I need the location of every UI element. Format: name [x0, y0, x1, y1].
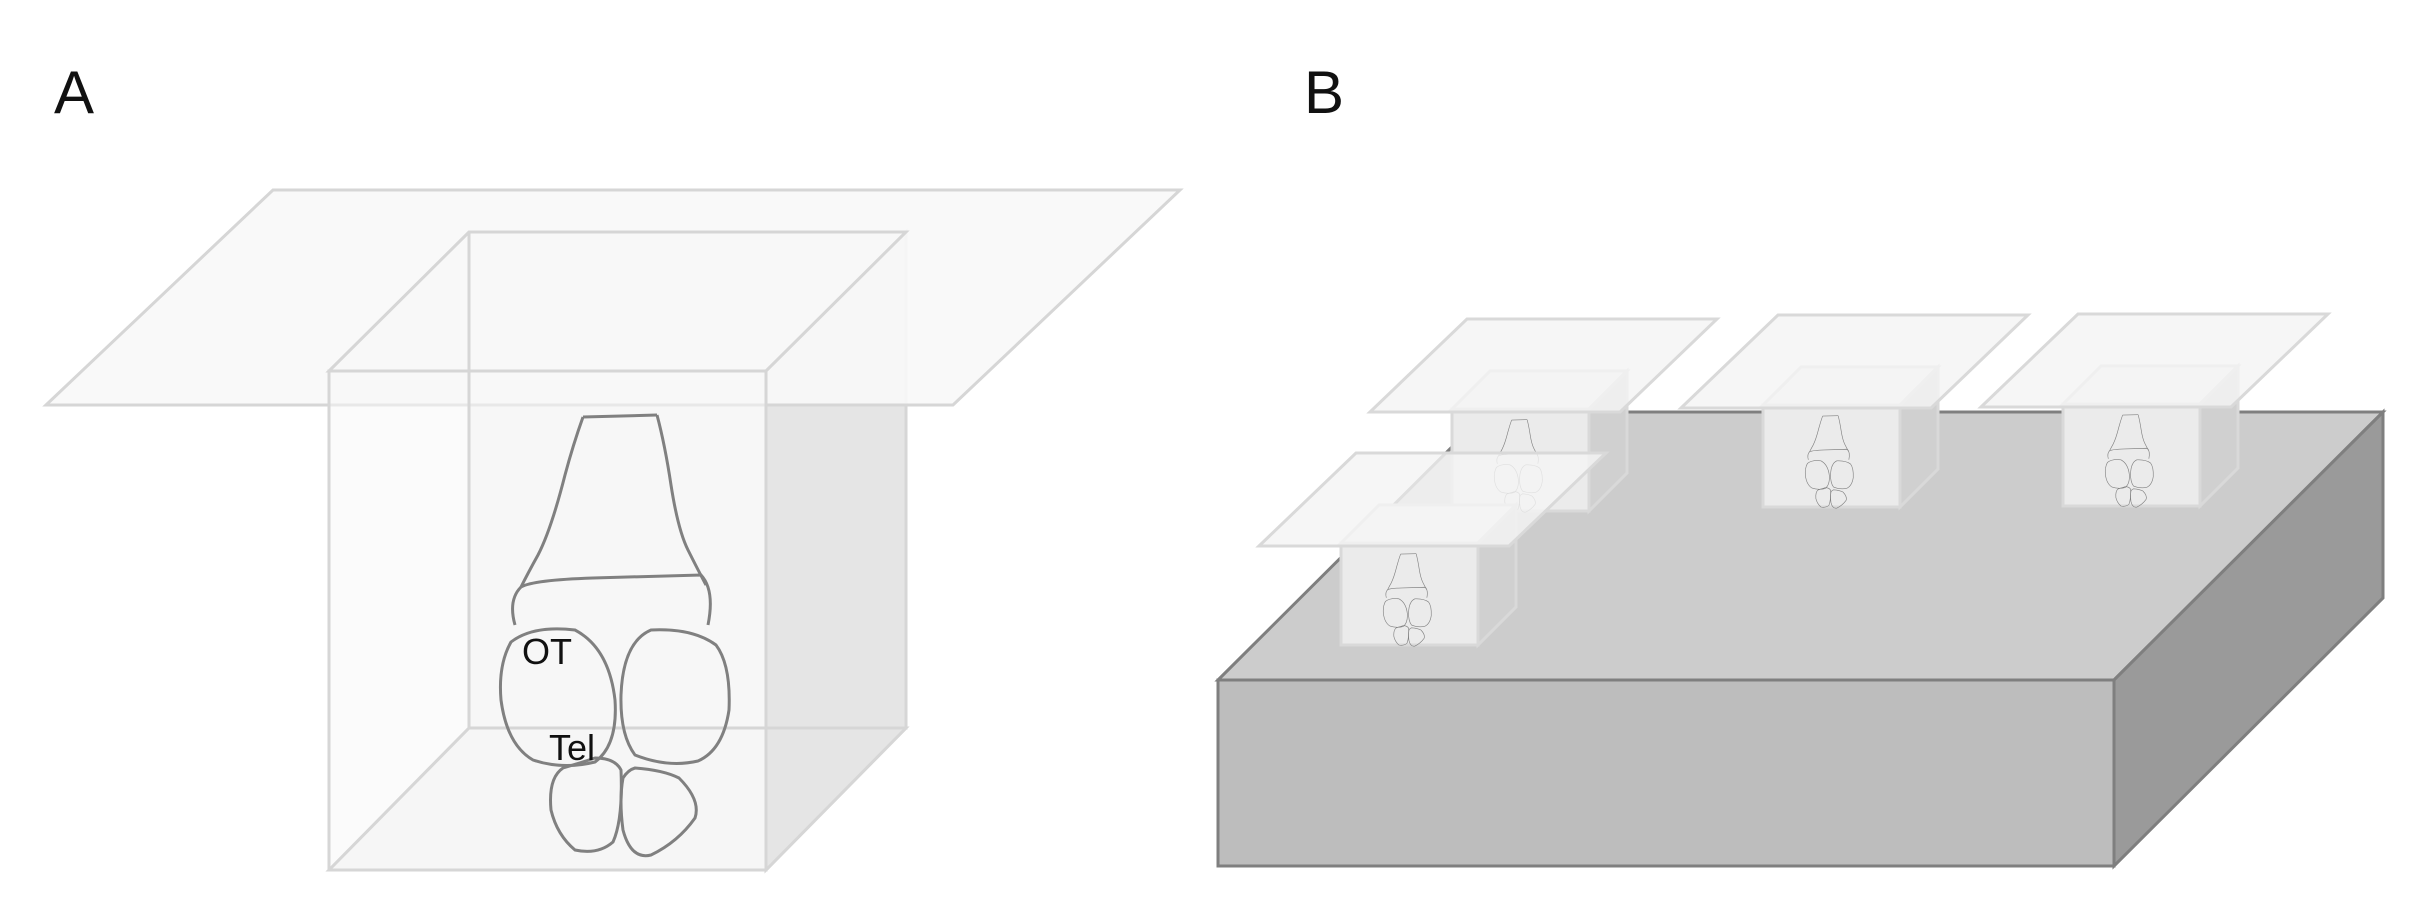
panel-a: A OT Tel	[42, 59, 1184, 874]
base-block-front	[1216, 678, 2116, 868]
panel-b: B	[1214, 59, 2387, 870]
large-cube	[42, 188, 1184, 874]
label-ot: OT	[522, 631, 572, 672]
panel-a-letter: A	[54, 59, 94, 126]
label-tel: Tel	[549, 727, 595, 768]
panel-b-letter: B	[1304, 59, 1344, 126]
cube-front-face	[327, 369, 768, 872]
